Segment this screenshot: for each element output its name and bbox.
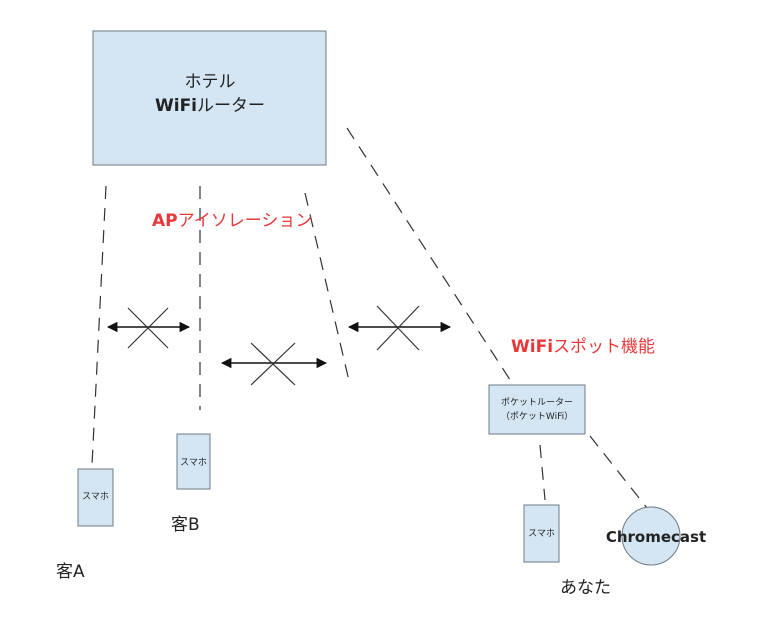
link-router-pocket (346, 127, 515, 387)
hotel-router-label-line1: ホテル (185, 72, 236, 92)
guest-b-phone-label: スマホ (180, 457, 207, 468)
link-pocket-you-phone (539, 444, 546, 501)
link-router-guest-a (91, 185, 107, 466)
link-router-isolation (304, 192, 351, 386)
ap-isolation-label: APアイソレーション (152, 211, 312, 231)
guest-b-phone (176, 433, 211, 490)
pocket-router-label-line2: （ポケットWiFi） (501, 411, 573, 422)
your-phone-label: スマホ (528, 528, 555, 539)
guest-a-label: 客A (56, 562, 85, 582)
pocket-router-box (488, 384, 586, 435)
wifi-spot-label: WiFiスポット機能 (511, 337, 655, 357)
blocked-link-router-pocket (347, 305, 452, 351)
link-pocket-chromecast (589, 435, 648, 509)
blocked-link-b-you (220, 342, 328, 386)
chromecast-label: Chromecast (606, 528, 706, 546)
hotel-router-box (92, 30, 327, 166)
hotel-router-label-line2: WiFiルーター (155, 96, 265, 116)
blocked-link-a-b (106, 307, 191, 349)
guest-a-phone-label: スマホ (82, 491, 109, 502)
your-phone (523, 504, 560, 563)
guest-b-label: 客B (171, 515, 200, 535)
guest-a-phone (77, 468, 114, 527)
chromecast-device (621, 506, 681, 566)
pocket-router-label-line1: ポケットルーター (501, 397, 573, 408)
you-label: あなた (560, 578, 611, 598)
